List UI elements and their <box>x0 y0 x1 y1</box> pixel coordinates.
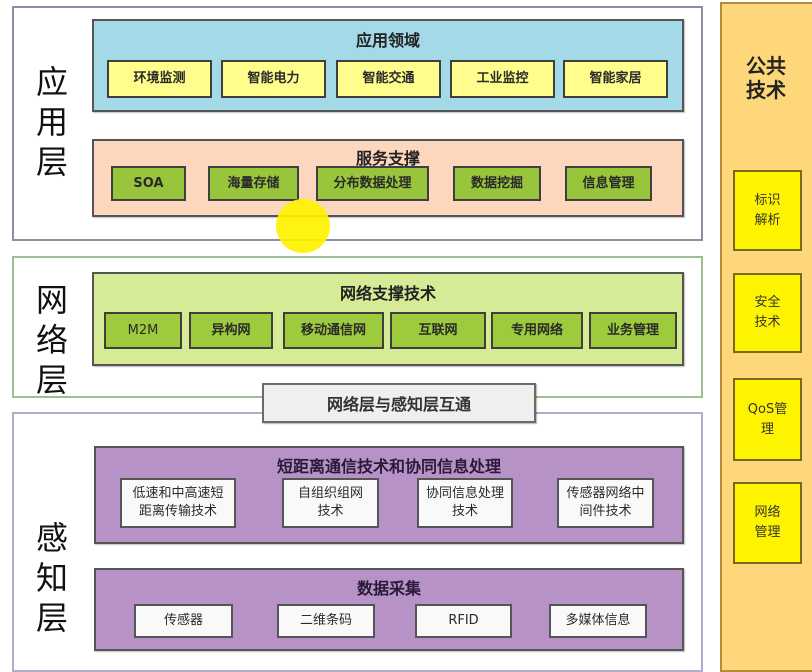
service-item[interactable]: 海量存储 <box>208 166 299 201</box>
data-collection-item[interactable]: RFID <box>415 604 512 638</box>
cursor-highlight <box>276 199 330 253</box>
network-item[interactable]: 异构网 <box>189 312 273 349</box>
domain-item[interactable]: 环境监测 <box>107 60 212 98</box>
network-item[interactable]: M2M <box>104 312 182 349</box>
service-item[interactable]: SOA <box>111 166 186 201</box>
domain-item[interactable]: 智能交通 <box>336 60 441 98</box>
data-collection-title: 数据采集 <box>356 579 421 598</box>
network-item[interactable]: 互联网 <box>390 312 486 349</box>
perception-layer-label: 感知层 <box>35 519 68 637</box>
short-range-item[interactable]: 低速和中高速短距离传输技术 <box>120 478 236 528</box>
data-collection-item[interactable]: 二维条码 <box>277 604 375 638</box>
network-support-title: 网络支撑技术 <box>339 284 436 303</box>
service-item[interactable]: 分布数据处理 <box>316 166 429 201</box>
common-tech-item[interactable]: 网络管理 <box>733 482 802 564</box>
common-tech-item[interactable]: 安全技术 <box>733 273 802 353</box>
data-collection-item[interactable]: 传感器 <box>134 604 233 638</box>
short-range-title: 短距离通信技术和协同信息处理 <box>276 457 501 476</box>
short-range-item[interactable]: 自组织组网技术 <box>282 478 379 528</box>
network-item[interactable]: 移动通信网 <box>283 312 384 349</box>
network-item[interactable]: 业务管理 <box>589 312 677 349</box>
domain-item[interactable]: 智能家居 <box>563 60 668 98</box>
common-tech-item[interactable]: QoS管理 <box>733 378 802 461</box>
domain-item[interactable]: 智能电力 <box>221 60 326 98</box>
interconnect-bar[interactable]: 网络层与感知层互通 <box>262 383 536 423</box>
interconnect-label: 网络层与感知层互通 <box>326 395 471 414</box>
common-tech-title: 公共技术 <box>746 54 786 102</box>
network-item[interactable]: 专用网络 <box>491 312 583 349</box>
application-layer-label: 应用层 <box>35 63 68 181</box>
application-domains-title: 应用领域 <box>355 31 420 50</box>
short-range-item[interactable]: 协同信息处理技术 <box>417 478 513 528</box>
service-support-title: 服务支撑 <box>355 149 420 168</box>
domain-item[interactable]: 工业监控 <box>450 60 555 98</box>
data-collection-item[interactable]: 多媒体信息 <box>549 604 647 638</box>
short-range-item[interactable]: 传感器网络中间件技术 <box>557 478 654 528</box>
service-item[interactable]: 信息管理 <box>565 166 652 201</box>
network-layer-label: 网络层 <box>35 281 68 399</box>
service-item[interactable]: 数据挖掘 <box>453 166 541 201</box>
common-tech-item[interactable]: 标识解析 <box>733 170 802 251</box>
